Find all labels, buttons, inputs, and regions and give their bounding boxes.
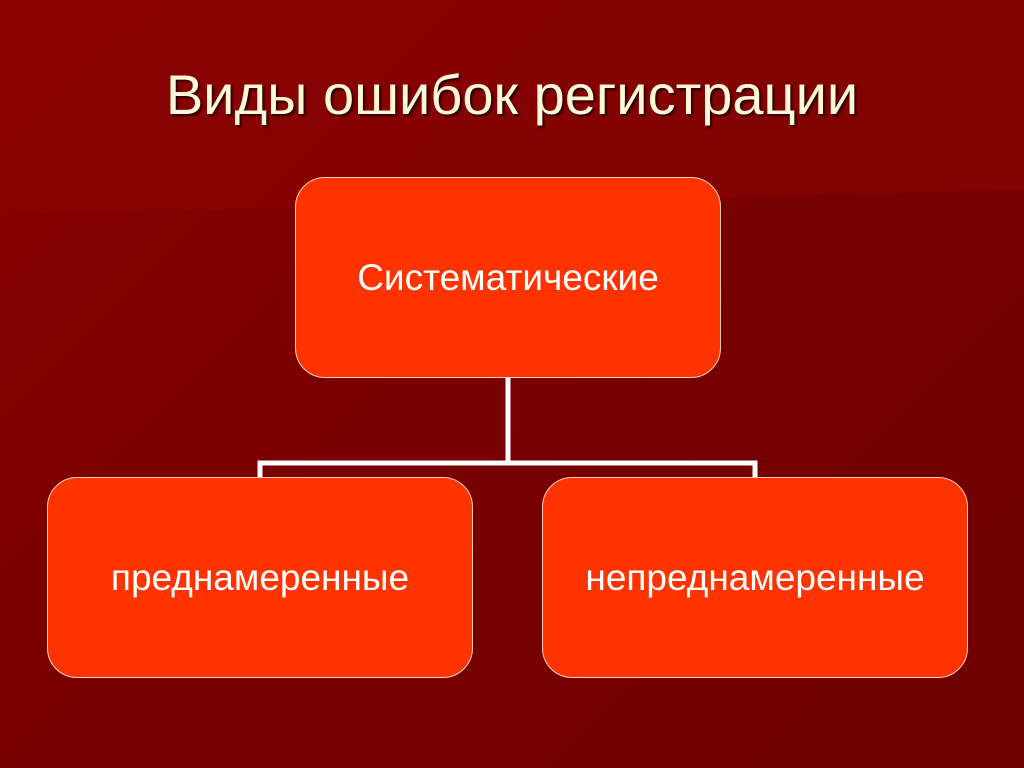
node-systematic-label: Систематические	[357, 256, 659, 298]
node-intentional-label: преднамеренные	[110, 556, 410, 598]
node-intentional: преднамеренные	[47, 477, 473, 678]
node-unintentional-label: непреднамеренные	[585, 556, 925, 598]
node-unintentional: непреднамеренные	[542, 477, 968, 678]
node-systematic: Систематические	[295, 177, 721, 378]
slide-title: Виды ошибок регистрации	[165, 63, 859, 126]
